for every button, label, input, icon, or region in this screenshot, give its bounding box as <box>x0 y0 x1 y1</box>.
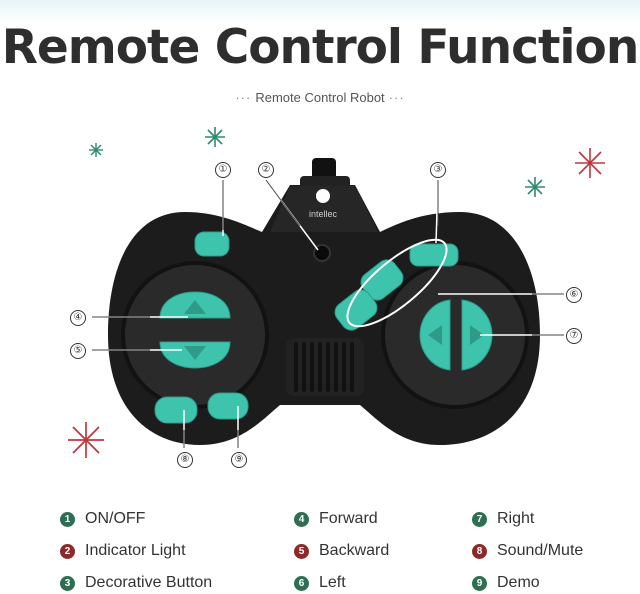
legend-item-on-off: 1 ON/OFF <box>60 508 145 530</box>
legend-number-badge: 7 <box>472 511 487 527</box>
callout-2: ② <box>258 162 274 178</box>
callout-5: ⑤ <box>70 343 86 359</box>
callout-9: ⑨ <box>231 452 247 468</box>
controller-illustration: intellec <box>92 158 564 448</box>
legend-label: ON/OFF <box>85 510 146 527</box>
frost-border <box>0 0 640 22</box>
on-off-button <box>194 231 230 257</box>
callout-8: ⑧ <box>177 452 193 468</box>
callout-6: ⑥ <box>566 287 582 303</box>
legend-label: Right <box>497 510 535 527</box>
page-subtitle: ···Remote Control Robot··· <box>0 90 640 105</box>
sound-mute-button <box>154 396 198 424</box>
callout-7: ⑦ <box>566 328 582 344</box>
legend-label: Forward <box>319 510 378 527</box>
legend-number-badge: 5 <box>294 543 309 559</box>
legend-label: Backward <box>319 542 390 559</box>
subtitle-dots-right: ··· <box>388 90 405 105</box>
legend-item-right: 7 Right <box>472 508 534 530</box>
legend-number-badge: 2 <box>60 543 75 559</box>
legend-number-badge: 1 <box>60 511 75 527</box>
legend-number-badge: 8 <box>472 543 487 559</box>
snowflake-icon <box>89 143 103 157</box>
legend-item-sound-mute: 8 Sound/Mute <box>472 540 583 562</box>
snowflake-icon <box>68 422 104 458</box>
legend-label: Demo <box>497 574 540 591</box>
subtitle-text: Remote Control Robot <box>255 90 385 105</box>
brand-label: intellec <box>309 209 338 219</box>
snowflake-icon <box>205 127 225 147</box>
legend-number-badge: 4 <box>294 511 309 527</box>
decorative-button <box>409 243 459 267</box>
callout-1: ① <box>215 162 231 178</box>
snowflake-icon <box>525 177 545 197</box>
subtitle-dots-left: ··· <box>235 90 252 105</box>
function-legend: 1 ON/OFF 2 Indicator Light 3 Decorative … <box>0 506 640 594</box>
legend-item-left: 6 Left <box>294 572 346 594</box>
demo-button <box>207 392 249 420</box>
legend-number-badge: 6 <box>294 575 309 591</box>
legend-label: Sound/Mute <box>497 542 584 559</box>
legend-number-badge: 9 <box>472 575 487 591</box>
legend-item-demo: 9 Demo <box>472 572 540 594</box>
legend-number-badge: 3 <box>60 575 75 591</box>
legend-label: Indicator Light <box>85 542 186 559</box>
legend-label: Left <box>319 574 346 591</box>
snowflake-icon <box>575 148 605 178</box>
legend-item-forward: 4 Forward <box>294 508 378 530</box>
callout-3: ③ <box>430 162 446 178</box>
legend-item-indicator-light: 2 Indicator Light <box>60 540 186 562</box>
legend-label: Decorative Button <box>85 574 213 591</box>
decorative-button <box>334 289 378 331</box>
callout-4: ④ <box>70 310 86 326</box>
legend-item-decorative-button: 3 Decorative Button <box>60 572 212 594</box>
page-title: Remote Control Function <box>1 20 640 75</box>
legend-item-backward: 5 Backward <box>294 540 389 562</box>
